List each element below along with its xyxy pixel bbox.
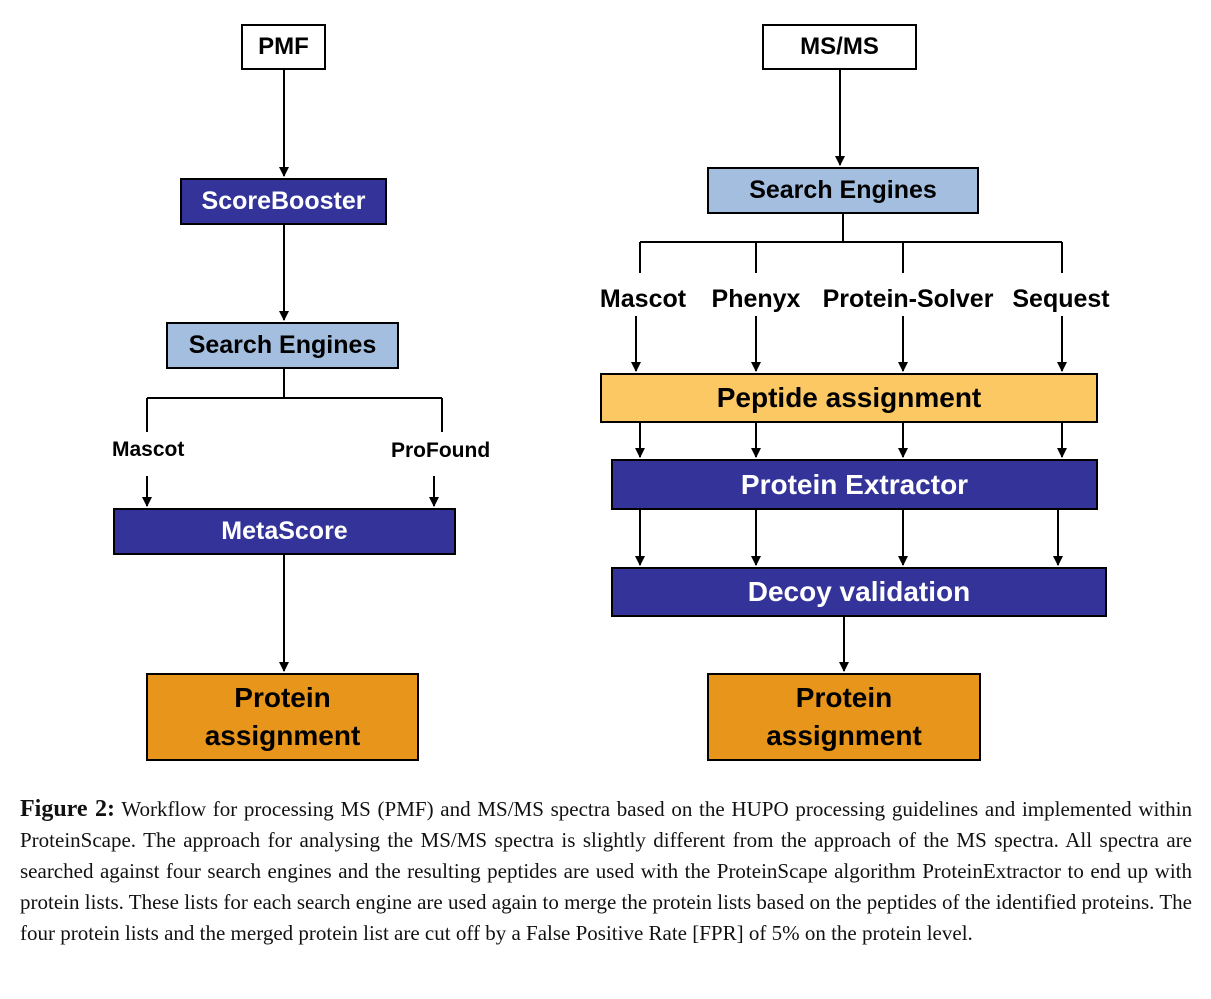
left-search-engines-box: Search Engines <box>166 322 399 369</box>
workflow-diagram: PMF ScoreBooster Search Engines Mascot P… <box>112 24 1110 761</box>
figure-caption: Figure 2: Workflow for processing MS (PM… <box>20 794 1192 949</box>
scorebooster-box: ScoreBooster <box>180 178 387 225</box>
connector-layer <box>142 70 1067 672</box>
peptide-assignment-box: Peptide assignment <box>600 373 1098 423</box>
right-engine-sequest-label: Sequest <box>1012 285 1110 313</box>
metascore-box: MetaScore <box>113 508 456 555</box>
right-engine-phenyx-label: Phenyx <box>711 285 801 313</box>
decoy-validation-box: Decoy validation <box>611 567 1107 617</box>
left-protein-assignment-box: Protein assignment <box>146 673 419 761</box>
figure-caption-label: Figure 2: <box>20 796 116 822</box>
pmf-box: PMF <box>241 24 326 70</box>
right-engine-protein-solver-label: Protein-Solver <box>822 285 994 313</box>
msms-box: MS/MS <box>762 24 917 70</box>
left-engine-mascot-label: Mascot <box>112 438 185 461</box>
right-protein-assignment-box: Protein assignment <box>707 673 981 761</box>
protein-extractor-box: Protein Extractor <box>611 459 1098 510</box>
right-engine-mascot-label: Mascot <box>599 285 687 313</box>
left-engine-profound-label: ProFound <box>391 439 491 462</box>
figure-caption-text: Workflow for processing MS (PMF) and MS/… <box>20 797 1192 945</box>
right-search-engines-box: Search Engines <box>707 167 979 214</box>
